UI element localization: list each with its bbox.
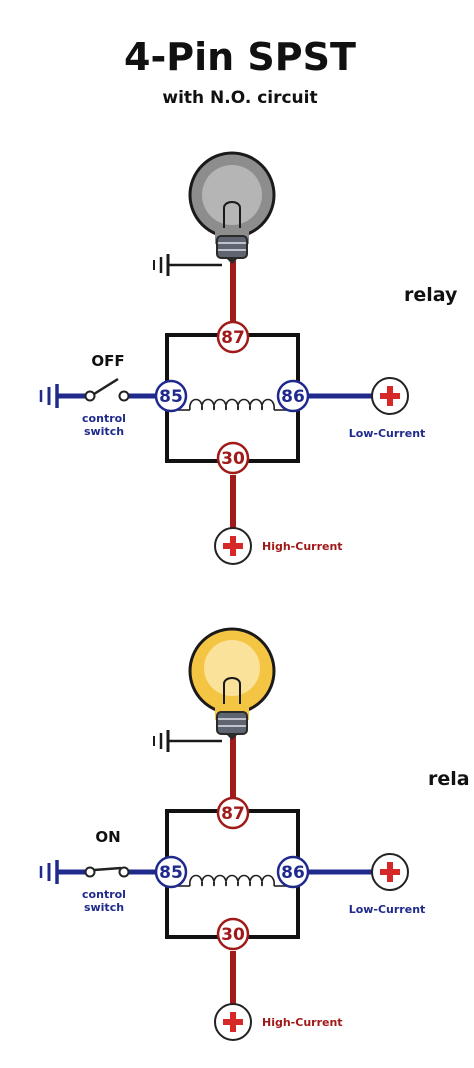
switch-label-line2: switch	[84, 901, 124, 914]
pin-label: 85	[159, 387, 183, 407]
pin-86: 86	[276, 855, 310, 889]
low-current-label: Low-Current	[349, 903, 426, 916]
coil-icon	[189, 874, 275, 887]
pin-circle	[216, 917, 250, 951]
pin-circle	[216, 441, 250, 475]
control-switch-icon	[84, 866, 130, 878]
high-current-label: High-Current	[262, 1016, 343, 1029]
ground-icon	[39, 384, 59, 408]
pin-circle	[216, 796, 250, 830]
pin-label: 87	[221, 804, 245, 824]
pin-86: 86	[276, 379, 310, 413]
pin-30: 30	[216, 441, 250, 475]
pin-85: 85	[154, 855, 188, 889]
ground-icon	[153, 254, 222, 276]
pin-30: 30	[216, 917, 250, 951]
pin-circle	[216, 320, 250, 354]
pin-label: 30	[221, 925, 245, 945]
page-subtitle: with N.O. circuit	[162, 88, 317, 108]
positive-terminal-icon	[371, 377, 409, 415]
switch-label-line2: switch	[84, 425, 124, 438]
pin-label: 86	[281, 387, 305, 407]
pin-circle	[154, 855, 188, 889]
pin-circle	[276, 379, 310, 413]
pin-circle	[276, 855, 310, 889]
pin-label: 30	[221, 449, 245, 469]
pin-85: 85	[154, 379, 188, 413]
switch-state-label: OFF	[91, 352, 124, 370]
switch-label-line1: control	[82, 888, 126, 901]
bulb-off-icon	[188, 151, 276, 264]
ground-icon	[39, 860, 59, 884]
pin-label: 87	[221, 328, 245, 348]
positive-terminal-icon	[371, 853, 409, 891]
pin-87: 87	[216, 796, 250, 830]
positive-terminal-icon	[214, 1003, 252, 1041]
coil-icon	[189, 398, 275, 411]
pin-87: 87	[216, 320, 250, 354]
relay-side-label: relay	[404, 284, 458, 306]
ground-icon	[153, 730, 222, 752]
pin-label: 86	[281, 863, 305, 883]
relay-side-label: rela	[428, 768, 470, 790]
pin-circle	[154, 379, 188, 413]
control-switch-icon	[84, 377, 130, 402]
positive-terminal-icon	[214, 527, 252, 565]
pin-label: 85	[159, 863, 183, 883]
page-title: 4-Pin SPST	[124, 35, 356, 79]
high-current-label: High-Current	[262, 540, 343, 553]
switch-label-line1: control	[82, 412, 126, 425]
switch-state-label: ON	[95, 828, 120, 846]
bulb-on-icon	[188, 627, 276, 740]
low-current-label: Low-Current	[349, 427, 426, 440]
